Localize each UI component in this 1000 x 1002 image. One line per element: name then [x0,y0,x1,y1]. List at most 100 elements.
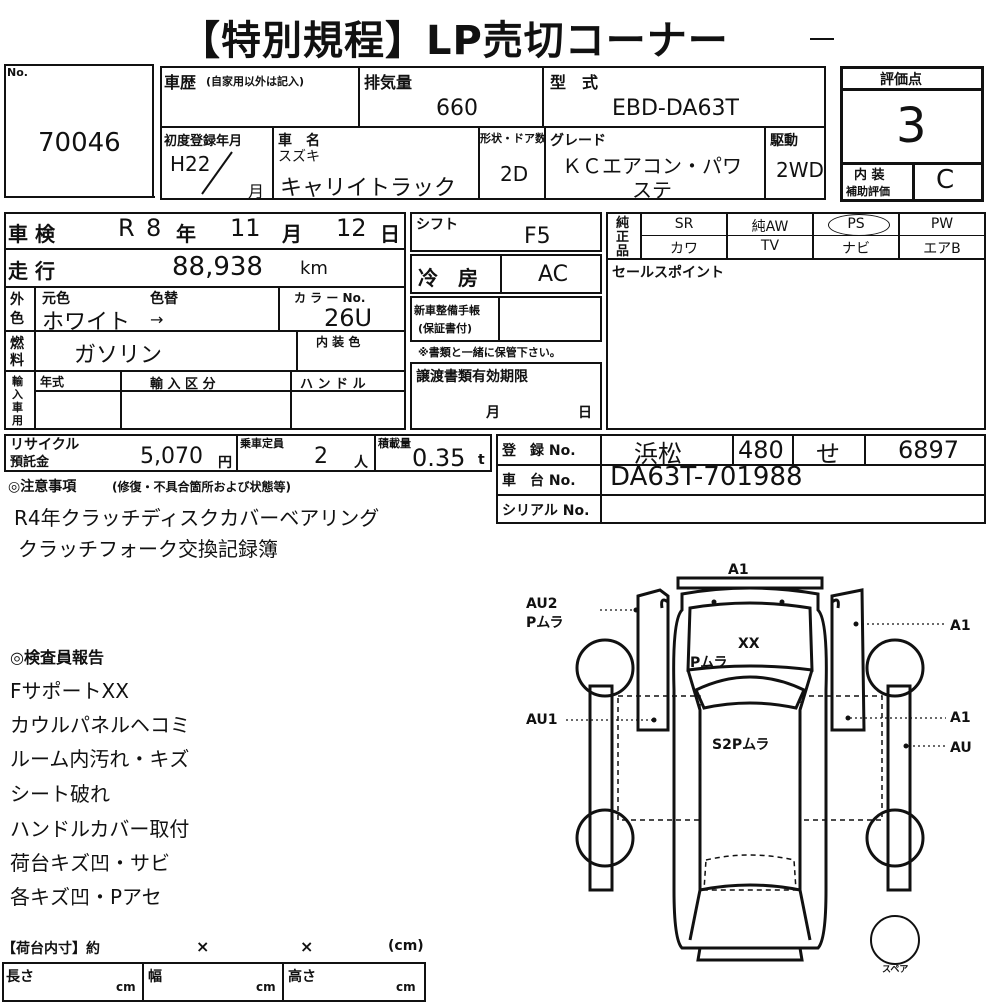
equipment-label-1: 純 [616,216,630,231]
model-value: EBD-DA63T [612,96,739,121]
cargo-x1: × [196,937,210,956]
capacity-unit: 人 [354,455,368,471]
inspector-line: ルーム内汚れ・キズ [10,747,190,771]
interior-color-label: 内 装 色 [316,335,361,349]
service-label-2: (保証書付) [418,322,473,335]
inspector-label: ◎検査員報告 [10,648,104,667]
cargo-cm: cm [256,980,276,994]
transfer-label: 譲渡書類有効期限 [416,369,528,385]
equipment-label-2: 正 [616,230,630,245]
exterior-orig-label: 元色 [42,291,70,307]
color-no-label: カ ラ ー No. [294,291,366,305]
grade-line-1: ＫＣエアコン・パワ [562,154,742,178]
ac-label: 冷 房 [418,266,478,290]
shift-label: シフト [416,217,458,233]
cargo-height-label: 高さ [288,969,316,985]
car-diagram [566,576,946,965]
equipment-pw: PW [930,216,954,232]
import-year-label: 年式 [40,375,65,389]
registration-number: 6897 [898,436,960,464]
cargo-length-label: 長さ [6,969,34,985]
first-reg-month-unit: 月 [248,182,265,201]
equipment-sr: SR [674,216,694,232]
registration-class: 480 [738,436,784,464]
inspection-year: 8 [146,214,162,242]
lot-number: 70046 [38,128,121,158]
capacity-value: 2 [314,444,328,469]
mileage-unit: km [300,258,328,279]
equipment-ps: PS [847,216,865,232]
notes-label: ◎注意事項 [8,479,77,495]
cargo-label: 【荷台内寸】約 [2,941,100,957]
inspection-day: 12 [336,214,367,242]
recycle-value: 5,070 [140,444,203,469]
displacement-value: 660 [436,96,478,121]
exterior-change-label: 色替 [150,291,178,307]
import-type-label: 輸 入 区 分 [150,377,216,392]
exterior-color: ホワイト [42,310,131,335]
equipment-label-3: 品 [616,244,630,259]
score-value: 3 [896,98,927,154]
exterior-arrow: → [150,310,164,329]
ac-value: AC [538,262,569,287]
transfer-month-unit: 月 [486,405,500,421]
load-value: 0.35 [412,444,466,472]
inspector-line: 荷台キズ凹・サビ [10,851,170,875]
diagram-label-right-mid: A1 [950,710,971,726]
registration-label: 登 録 No. [502,443,576,459]
equipment-ps-circle [828,214,890,236]
import-label-3: 車 [12,401,23,414]
history-note: (自家用以外は記入) [206,75,305,88]
equipment-tv: TV [760,238,780,254]
chassis-value: DA63T-701988 [610,462,803,492]
registration-area: 浜松 [634,440,682,468]
drive-label: 駆動 [770,133,798,149]
history-label: 車歴 [164,73,197,92]
lot-label: No. [7,66,28,79]
shift-value: F5 [524,224,551,249]
first-reg-era: H22 [170,152,211,176]
import-label-2: 入 [12,388,23,401]
grade-label: グレード [550,133,606,149]
fuel-label-2: 料 [10,353,24,369]
import-label-4: 用 [12,414,23,427]
doors-value: 2D [500,162,529,186]
note-line: クラッチフォーク交換記録簿 [18,537,278,561]
interior-label-1: 内 装 [854,168,885,183]
diagram-label-spare: スペア [882,965,909,975]
inspector-line: カウルパネルヘコミ [10,713,190,737]
diagram-label-right-top: A1 [950,618,971,634]
recycle-label-1: リサイクル [10,437,80,453]
doors-label: 形状・ドア数 [480,132,546,145]
capacity-label: 乗車定員 [240,437,284,450]
diagram-label-center: S2Pムラ [712,737,770,753]
service-label-1: 新車整備手帳 [414,304,480,317]
equipment-leather: カワ [670,241,698,257]
inspector-line: シート破れ [10,782,110,806]
inspection-month-unit: 月 [282,222,302,246]
diagram-label-roof: Pムラ [690,655,728,671]
cargo-cm: cm [396,980,416,994]
fuel-label-1: 燃 [10,336,24,352]
notes-sub: (修復・不具合箇所および状態等) [112,480,291,494]
serial-label: シリアル No. [502,503,590,519]
mileage-label: 走 行 [8,259,55,283]
sales-point-label: セールスポイント [612,265,724,281]
page-title: 【特別規程】LP売切コーナー [180,18,729,64]
displacement-label: 排気量 [364,73,413,92]
load-unit: t [478,452,485,468]
diagram-label-left-top: Pムラ [526,615,564,631]
import-handle-label: ハ ン ド ル [300,377,366,392]
color-no-value: 26U [324,304,373,332]
equipment-aw: 純AW [751,219,789,235]
inspection-day-unit: 日 [380,222,400,246]
equipment-airbag: エアB [923,241,961,257]
diagram-label-right-low: AU [950,740,972,756]
registration-kana: せ [816,440,840,468]
car-name-label: 車 名 [278,133,320,149]
equipment-navi: ナビ [842,241,870,257]
inspection-label: 車 検 [8,222,55,246]
diagram-label-left-mid: AU1 [526,712,558,728]
inspector-line: FサポートXX [10,679,129,703]
load-label: 積載量 [378,437,411,450]
